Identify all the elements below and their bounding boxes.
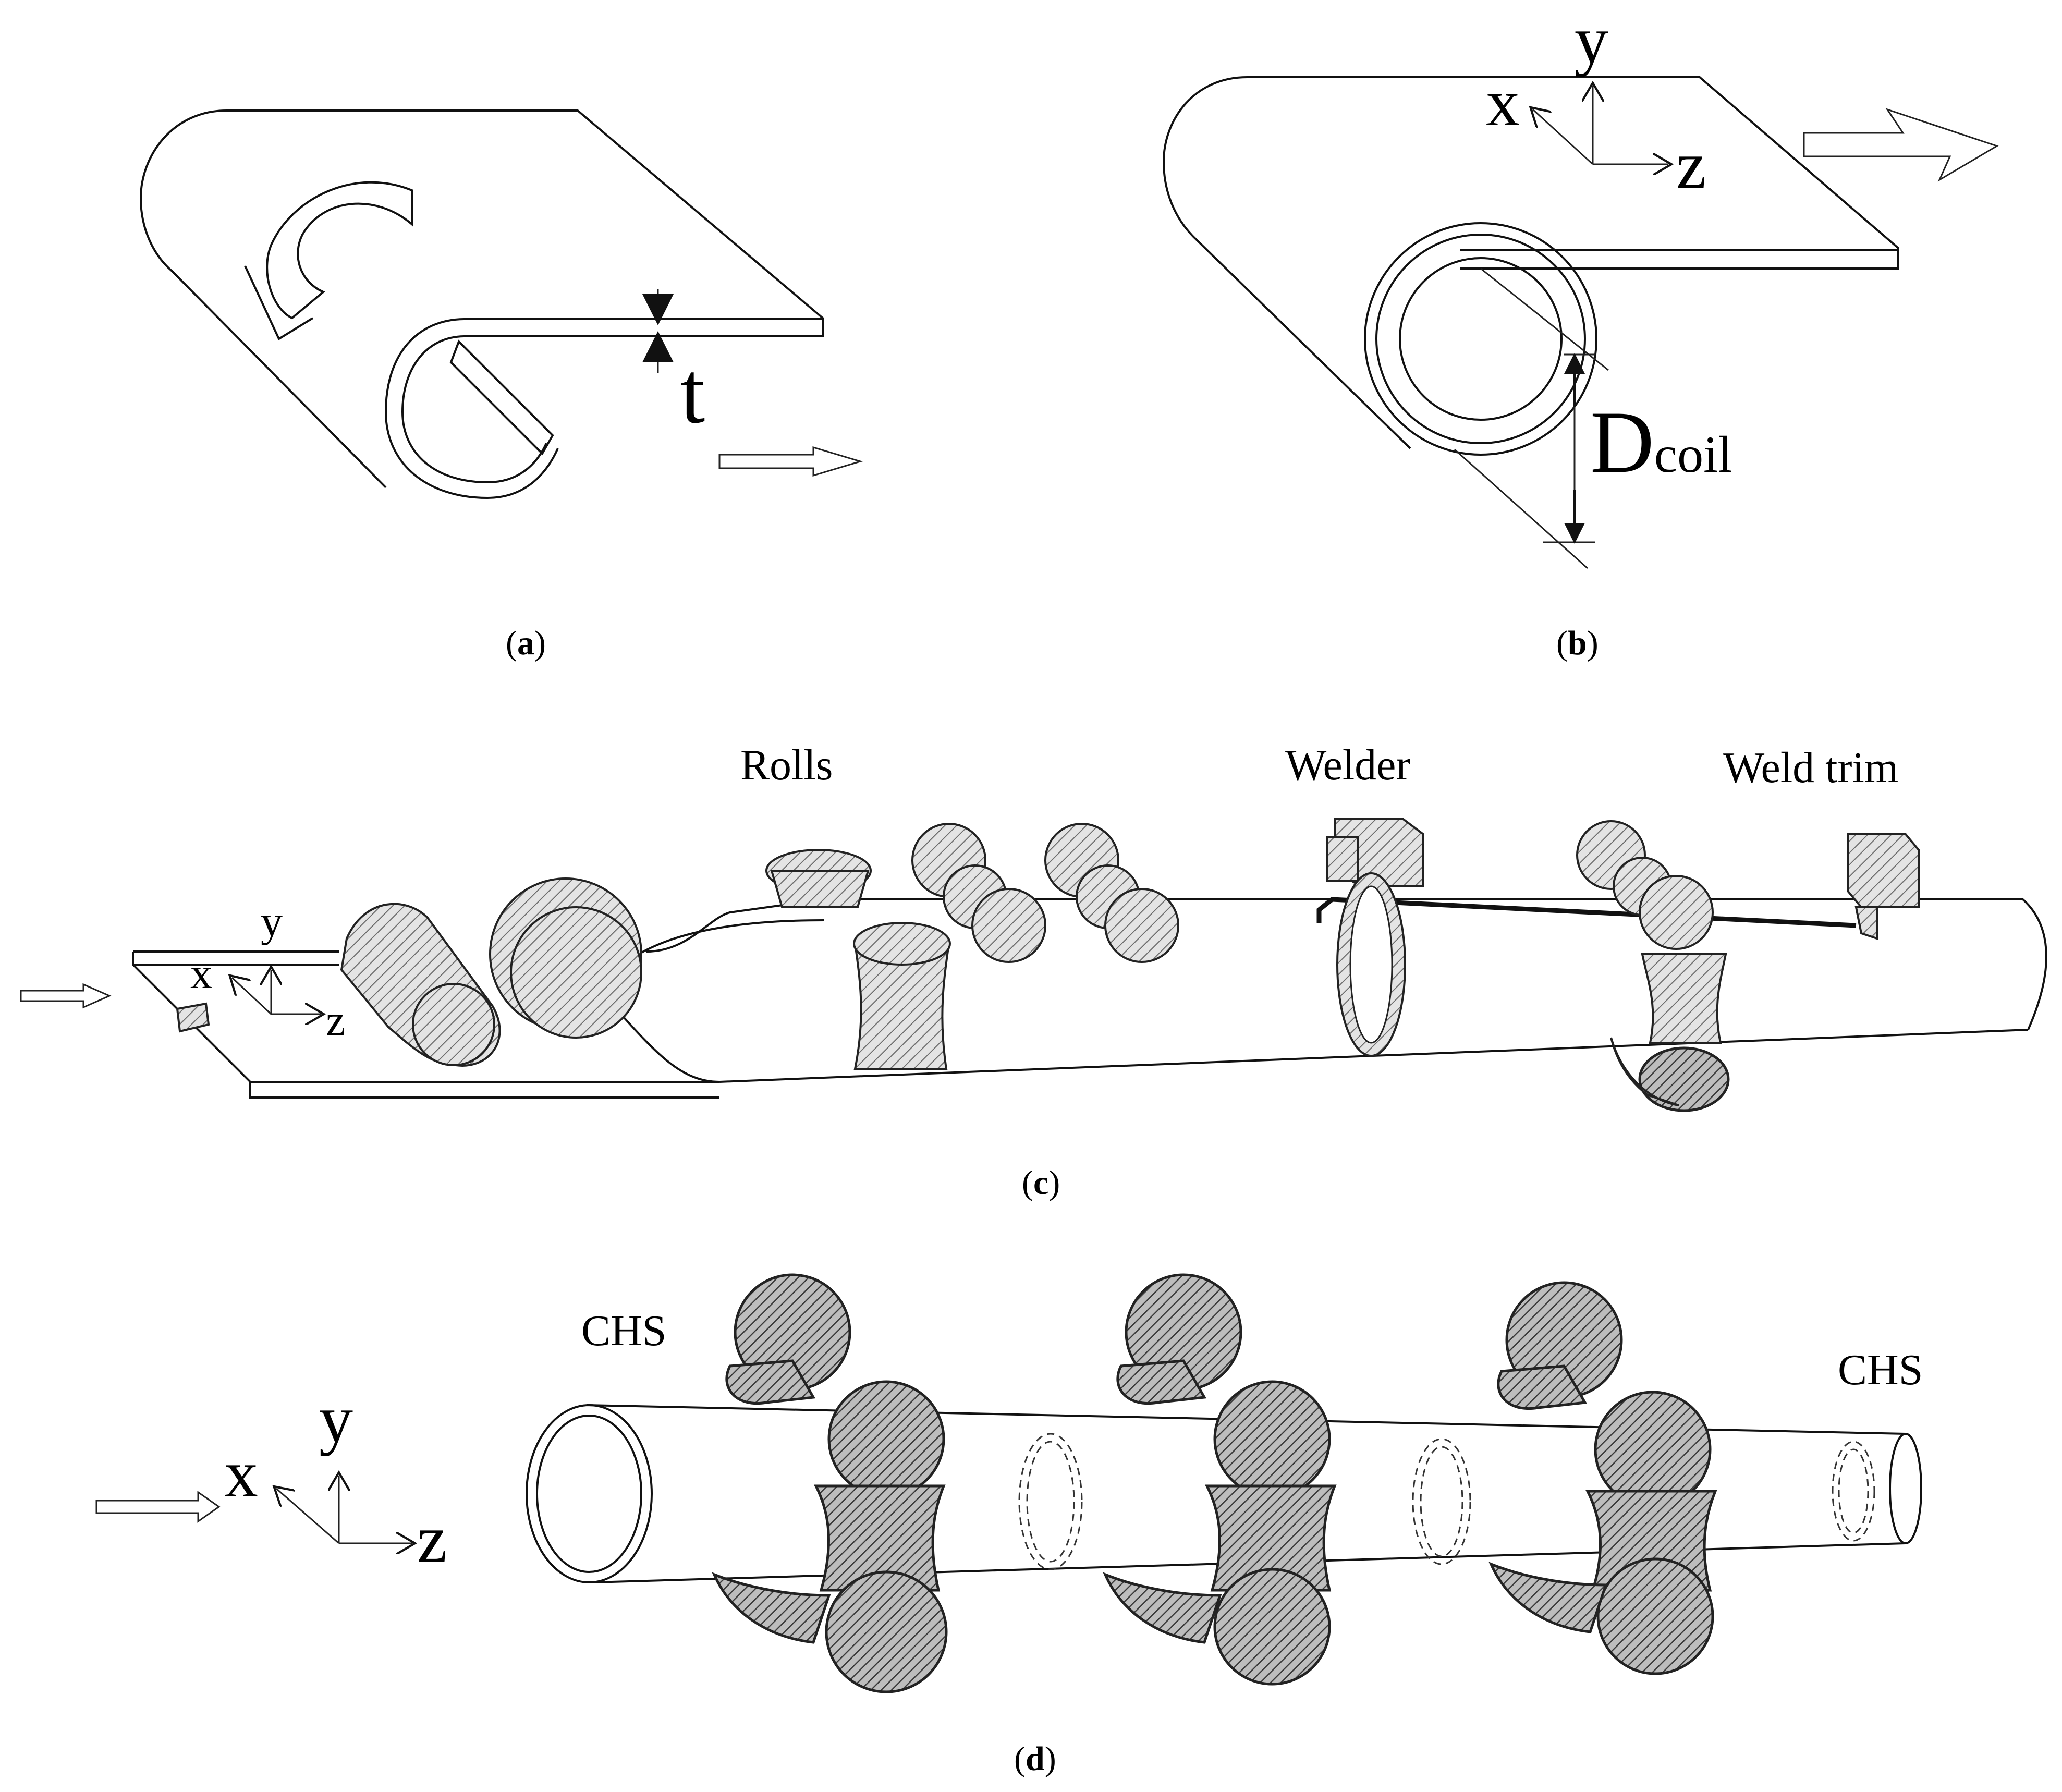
- coil-diagram: [1162, 76, 1999, 569]
- tube-mill-line: [20, 818, 2047, 1112]
- coil-diameter-label: Dcoil: [1590, 393, 1732, 491]
- axis-x-label-c: x: [190, 949, 212, 998]
- axis-x-label-d: x: [224, 1436, 258, 1511]
- label-rolls: Rolls: [740, 741, 833, 789]
- label-welder: Welder: [1285, 741, 1410, 789]
- caption-c: (c): [1022, 1164, 1060, 1202]
- axis-y-label: y: [1575, 3, 1608, 78]
- panel-a: t (a): [139, 109, 863, 662]
- axis-z-label: z: [1676, 128, 1706, 203]
- roll-stand-2: [1103, 1273, 1337, 1686]
- roll-stand-1: [712, 1273, 948, 1693]
- thickness-label: t: [680, 344, 705, 442]
- sizing-stand-drawing: [95, 1273, 1922, 1693]
- caption-b: (b): [1556, 624, 1599, 662]
- axis-x-label: x: [1486, 65, 1520, 140]
- caption-a: (a): [506, 624, 546, 662]
- axis-y-label-d: y: [319, 1382, 353, 1457]
- panel-c: Rolls Welder Weld trim y x z (c): [20, 741, 2047, 1202]
- label-chs-left: CHS: [581, 1307, 666, 1355]
- axis-z-label-c: z: [326, 996, 345, 1045]
- panel-d: y x z CHS CHS (d): [95, 1273, 1923, 1778]
- axis-y-label-c: y: [261, 897, 283, 946]
- label-chs-right: CHS: [1838, 1346, 1923, 1394]
- roll-stand-3: [1488, 1281, 1717, 1675]
- panel-b: y x z Dcoil (b): [1162, 3, 1999, 662]
- axis-z-label-d: z: [417, 1502, 447, 1577]
- caption-d: (d): [1014, 1740, 1056, 1778]
- strip-coil-drawing: [139, 109, 863, 499]
- label-weld-trim: Weld trim: [1723, 743, 1898, 792]
